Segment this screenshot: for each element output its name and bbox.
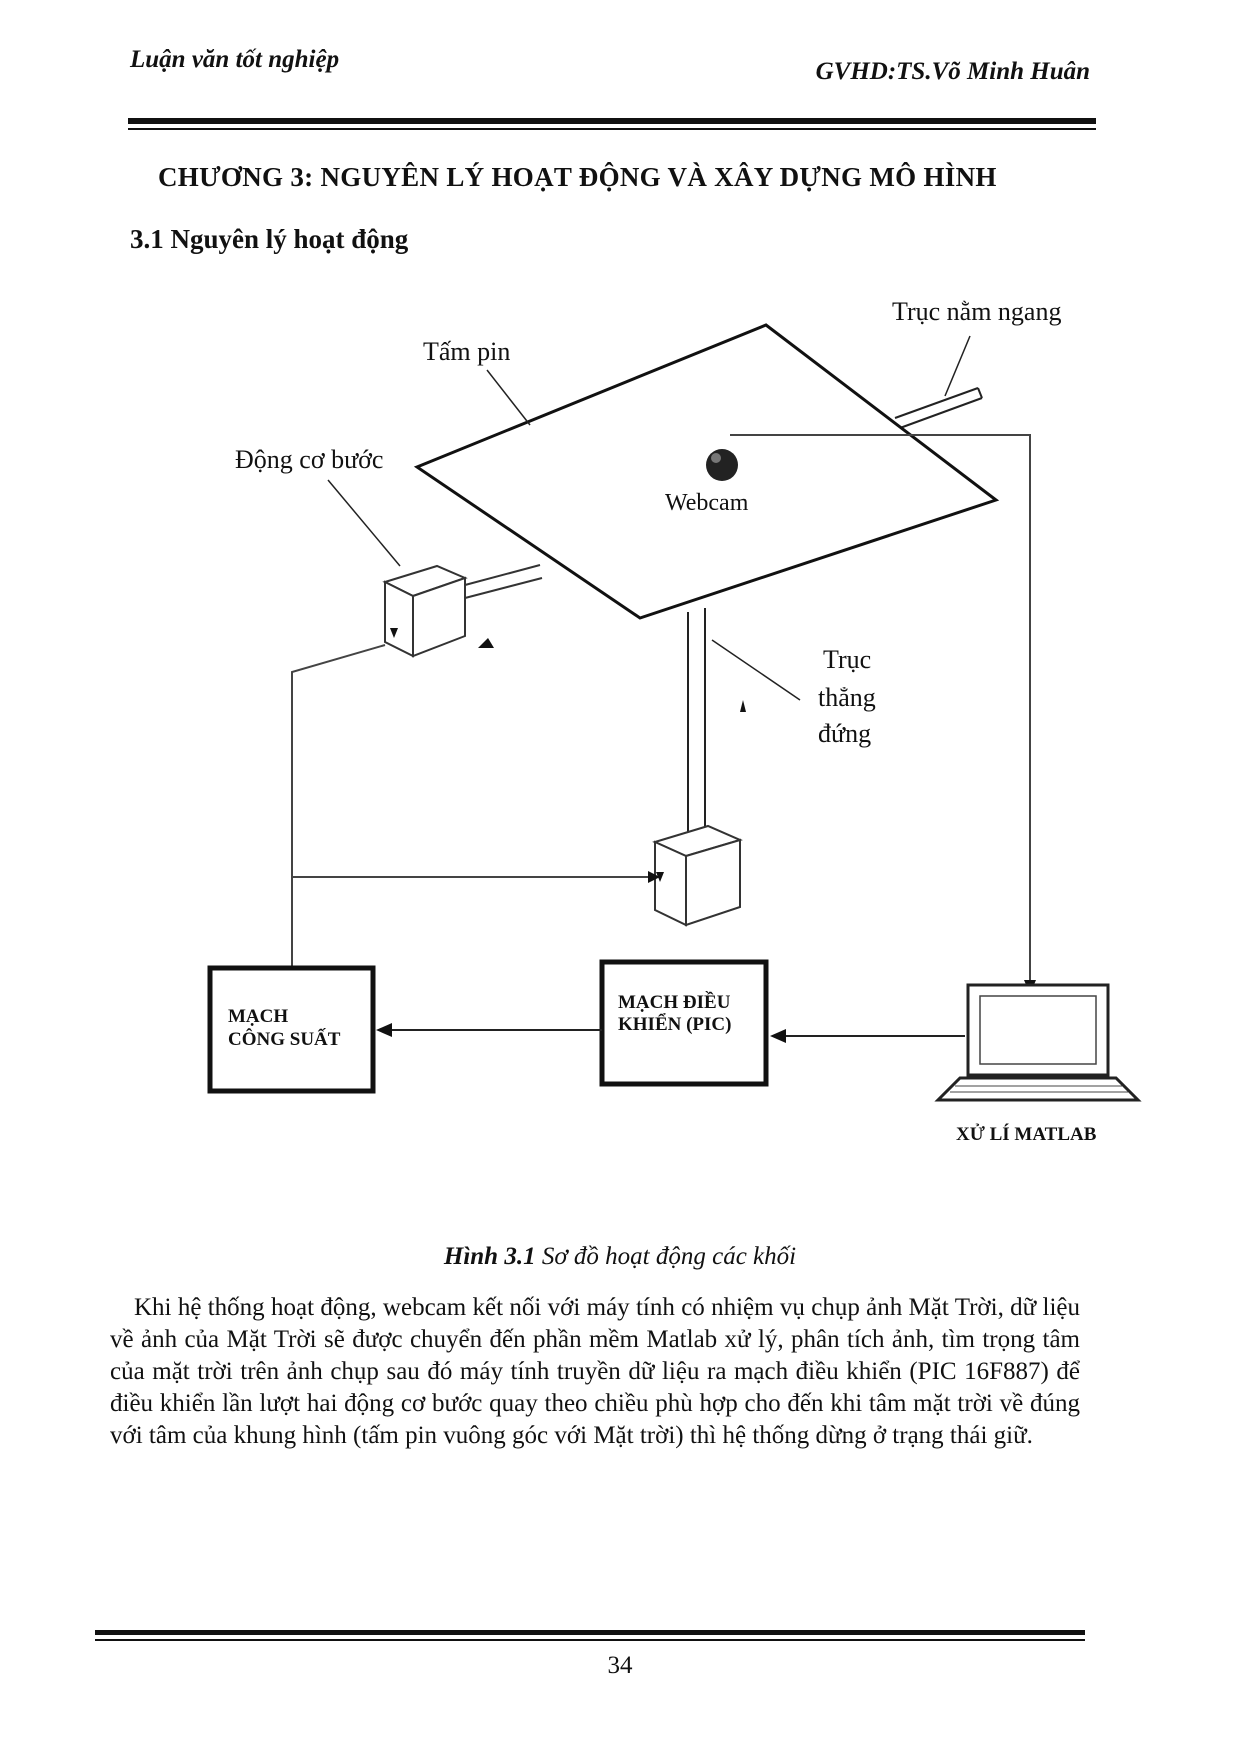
header-rule <box>128 118 1096 124</box>
power-circuit-box <box>207 965 376 1094</box>
matlab-label: XỬ LÍ MATLAB <box>956 1123 1097 1145</box>
laptop-icon <box>934 983 1142 1102</box>
figure-caption-text: Sơ đồ hoạt động các khối <box>535 1243 797 1270</box>
vertical-axis-leader <box>711 639 801 701</box>
webcam-label: Webcam <box>665 490 749 516</box>
page-number: 34 <box>607 1652 633 1679</box>
footer-rule <box>95 1630 1085 1635</box>
wiring <box>291 434 1031 985</box>
control-circuit-box <box>599 959 769 1087</box>
arrow-marker <box>390 628 398 638</box>
power-circuit-label-2: CÔNG SUẤT <box>228 1028 341 1050</box>
chapter-title: CHƯƠNG 3: NGUYÊN LÝ HOẠT ĐỘNG VÀ XÂY DỰN… <box>158 162 997 192</box>
vertical-axis-label-2: thẳng <box>818 683 876 712</box>
stepper-motor-top <box>382 564 543 658</box>
block-diagram: Trục nằm ngang Tấm pin Webcam Động cơ bư… <box>207 297 1142 1145</box>
figure-number: Hình 3.1 <box>443 1243 536 1270</box>
body-paragraph: Khi hệ thống hoạt động, webcam kết nối v… <box>110 1294 1080 1449</box>
figure-caption: Hình 3.1 Sơ đồ hoạt động các khối <box>0 1243 1240 1271</box>
horizontal-axis-label: Trục nằm ngang <box>892 297 1061 326</box>
arrow-head <box>648 871 660 883</box>
stepper-motor-leader <box>327 479 401 567</box>
vertical-axis-label-1: Trục <box>823 645 871 674</box>
vertical-axis-label-3: đứng <box>818 719 871 748</box>
horizontal-axis-leader <box>944 335 971 397</box>
control-circuit-label-2: KHIỂN (PIC) <box>618 1013 731 1035</box>
arrow-marker <box>478 638 494 648</box>
signal-arrows <box>376 1023 965 1043</box>
power-circuit-label-1: MẠCH <box>228 1006 288 1027</box>
stepper-motor-label: Động cơ bước <box>235 445 383 474</box>
panel-leader <box>486 369 531 426</box>
solar-panel <box>413 323 1000 620</box>
vertical-axis-rod <box>687 608 706 845</box>
stepper-motor-bottom <box>652 824 743 927</box>
footer-rule-thin <box>95 1639 1085 1641</box>
header-advisor: GVHD:TS.Võ Minh Huân <box>815 58 1090 85</box>
header-thesis-label: Luận văn tốt nghiệp <box>130 46 340 73</box>
header-rule-thin <box>128 128 1096 130</box>
arrow-marker <box>740 700 746 712</box>
panel-label: Tấm pin <box>423 337 510 366</box>
horizontal-axis-rod <box>894 387 983 429</box>
section-title: 3.1 Nguyên lý hoạt động <box>130 224 409 254</box>
webcam-icon <box>706 449 738 481</box>
control-circuit-label-1: MẠCH ĐIỀU <box>618 991 731 1013</box>
